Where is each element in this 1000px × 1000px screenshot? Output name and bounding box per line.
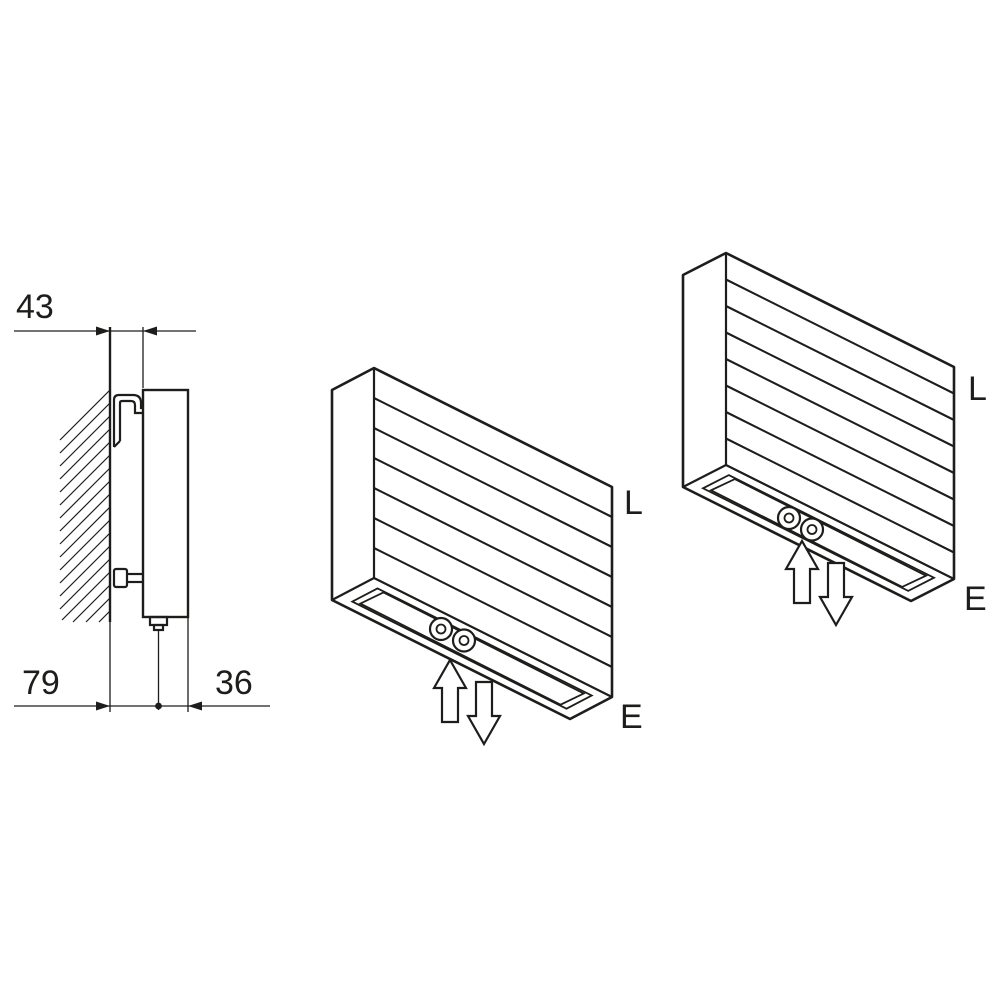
side-mounting-view: 43 79 36	[14, 288, 270, 712]
radiator-side-profile	[141, 388, 190, 619]
bottom-connection-fitting	[148, 615, 169, 710]
dimension-top: 43	[14, 288, 196, 388]
dim-arrow-right-icon	[96, 326, 110, 336]
air-vent-label: L	[624, 484, 643, 522]
bottom-channel	[350, 587, 594, 710]
dim-arrow-right-icon	[96, 701, 110, 711]
dim-arrow-left-icon	[188, 701, 202, 711]
flow-arrow-down-icon	[466, 680, 502, 747]
flow-arrow-down-icon	[818, 561, 854, 628]
slat-lines	[373, 397, 613, 668]
dim-arrow-left-icon	[143, 326, 157, 336]
valve-connections	[776, 505, 825, 542]
front-bottom-edge	[725, 464, 955, 580]
valve-icon	[776, 505, 802, 531]
flow-arrow-up-icon	[784, 538, 820, 605]
radiator-isometric-right: L E	[681, 251, 987, 628]
valve-icon	[428, 616, 454, 642]
dim-bottom-right-label: 36	[215, 664, 253, 702]
dim-top-label: 43	[16, 288, 54, 326]
dim-reference-dot	[155, 702, 162, 710]
valve-icon	[799, 517, 825, 542]
dim-bottom-left-label: 79	[22, 664, 60, 702]
end-bottom-edge	[682, 464, 727, 488]
slat-lines	[725, 278, 955, 554]
drain-label: E	[620, 698, 643, 736]
valve-icon	[451, 628, 477, 653]
wall-hatching	[59, 389, 111, 623]
air-vent-label: L	[968, 370, 987, 408]
bottom-channel	[701, 474, 936, 592]
end-bottom-edge	[331, 577, 375, 601]
drain-label: E	[964, 580, 987, 618]
valve-connections	[428, 616, 477, 653]
front-bottom-edge	[373, 577, 613, 698]
mounting-bracket-top	[112, 393, 143, 448]
radiator-isometric-middle: L E	[330, 366, 643, 747]
flow-arrow-up-icon	[432, 657, 468, 724]
mounting-bracket-bottom	[112, 567, 143, 589]
dimension-bottom: 79 36	[14, 617, 270, 712]
